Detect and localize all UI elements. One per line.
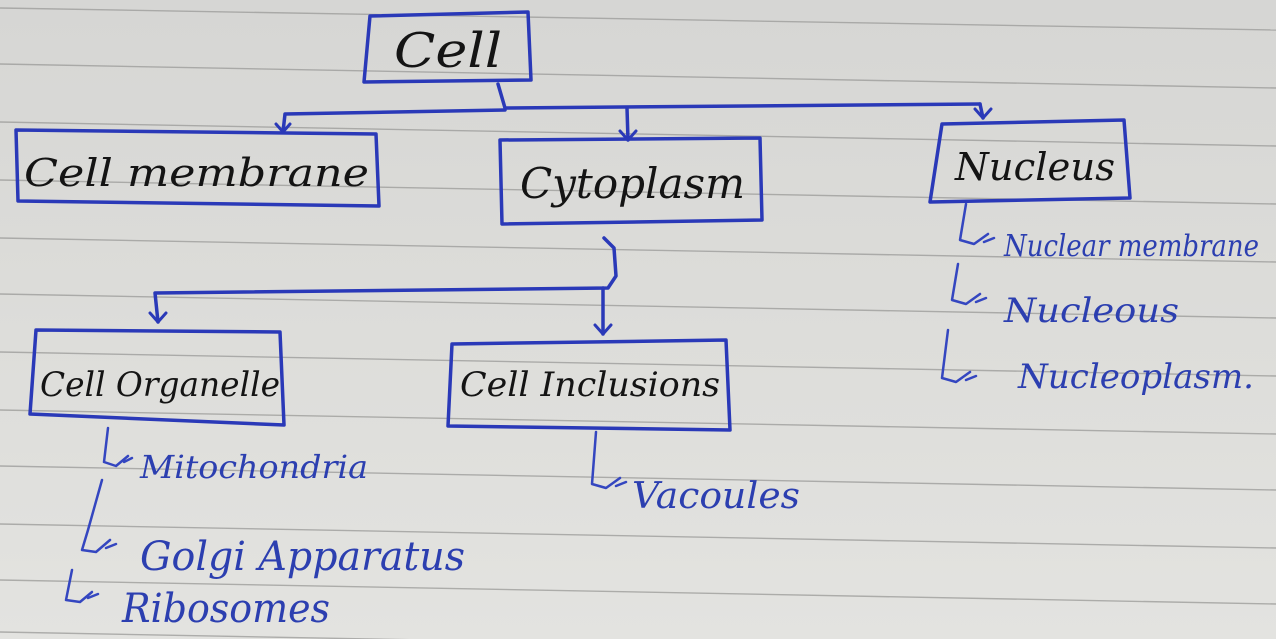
membrane-node-box	[14, 128, 381, 208]
nucleus-node-label: Nucleus	[954, 145, 1115, 189]
link-to-membrane	[281, 108, 507, 134]
hook-nucleoplasm	[940, 328, 978, 384]
leaf-nuclear-membrane: Nuclear membrane	[1003, 229, 1259, 264]
sub-item-labels: Mitochondria Golgi Apparatus Ribosomes V…	[121, 229, 1259, 632]
leaf-nucleous: Nucleous	[1003, 291, 1179, 331]
leaf-vacoules: Vacoules	[632, 476, 800, 517]
leaf-nucleoplasm: Nucleoplasm.	[1017, 357, 1254, 397]
organelles-node-box	[28, 328, 286, 427]
connectors	[153, 82, 985, 336]
inclusions-node-box	[446, 338, 732, 432]
root-branch-line	[496, 82, 982, 110]
inclusions-node-label: Cell Inclusions	[460, 365, 720, 405]
link-to-cytoplasm	[625, 106, 630, 142]
hook-nuclear-membrane	[958, 202, 996, 246]
arrowhead-organelles	[148, 311, 168, 324]
node-labels: Cell Cell membrane Cytoplasm Nucleus Cel…	[24, 23, 1115, 405]
cytoplasm-node-box	[498, 136, 764, 226]
hook-vacoules	[590, 430, 628, 490]
cytoplasm-down-line	[153, 236, 618, 324]
root-node-label: Cell	[394, 23, 502, 79]
sub-item-hooks	[64, 202, 996, 604]
leaf-ribosomes: Ribosomes	[121, 586, 330, 632]
membrane-node-label: Cell membrane	[24, 151, 369, 195]
arrowhead-nucleus	[973, 107, 993, 120]
hook-ribosomes	[64, 568, 100, 604]
arrowhead-inclusions	[593, 323, 613, 336]
leaf-golgi-apparatus: Golgi Apparatus	[140, 534, 465, 580]
hook-mitochondria	[102, 426, 134, 468]
nucleus-node-box	[928, 118, 1132, 204]
hook-golgi	[80, 478, 118, 554]
cytoplasm-node-label: Cytoplasm	[520, 159, 745, 208]
root-node-box	[362, 10, 533, 84]
leaf-mitochondria: Mitochondria	[139, 448, 368, 486]
boxes	[14, 10, 1132, 432]
hook-nucleous	[950, 262, 988, 306]
organelles-node-label: Cell Organelle	[40, 365, 280, 405]
